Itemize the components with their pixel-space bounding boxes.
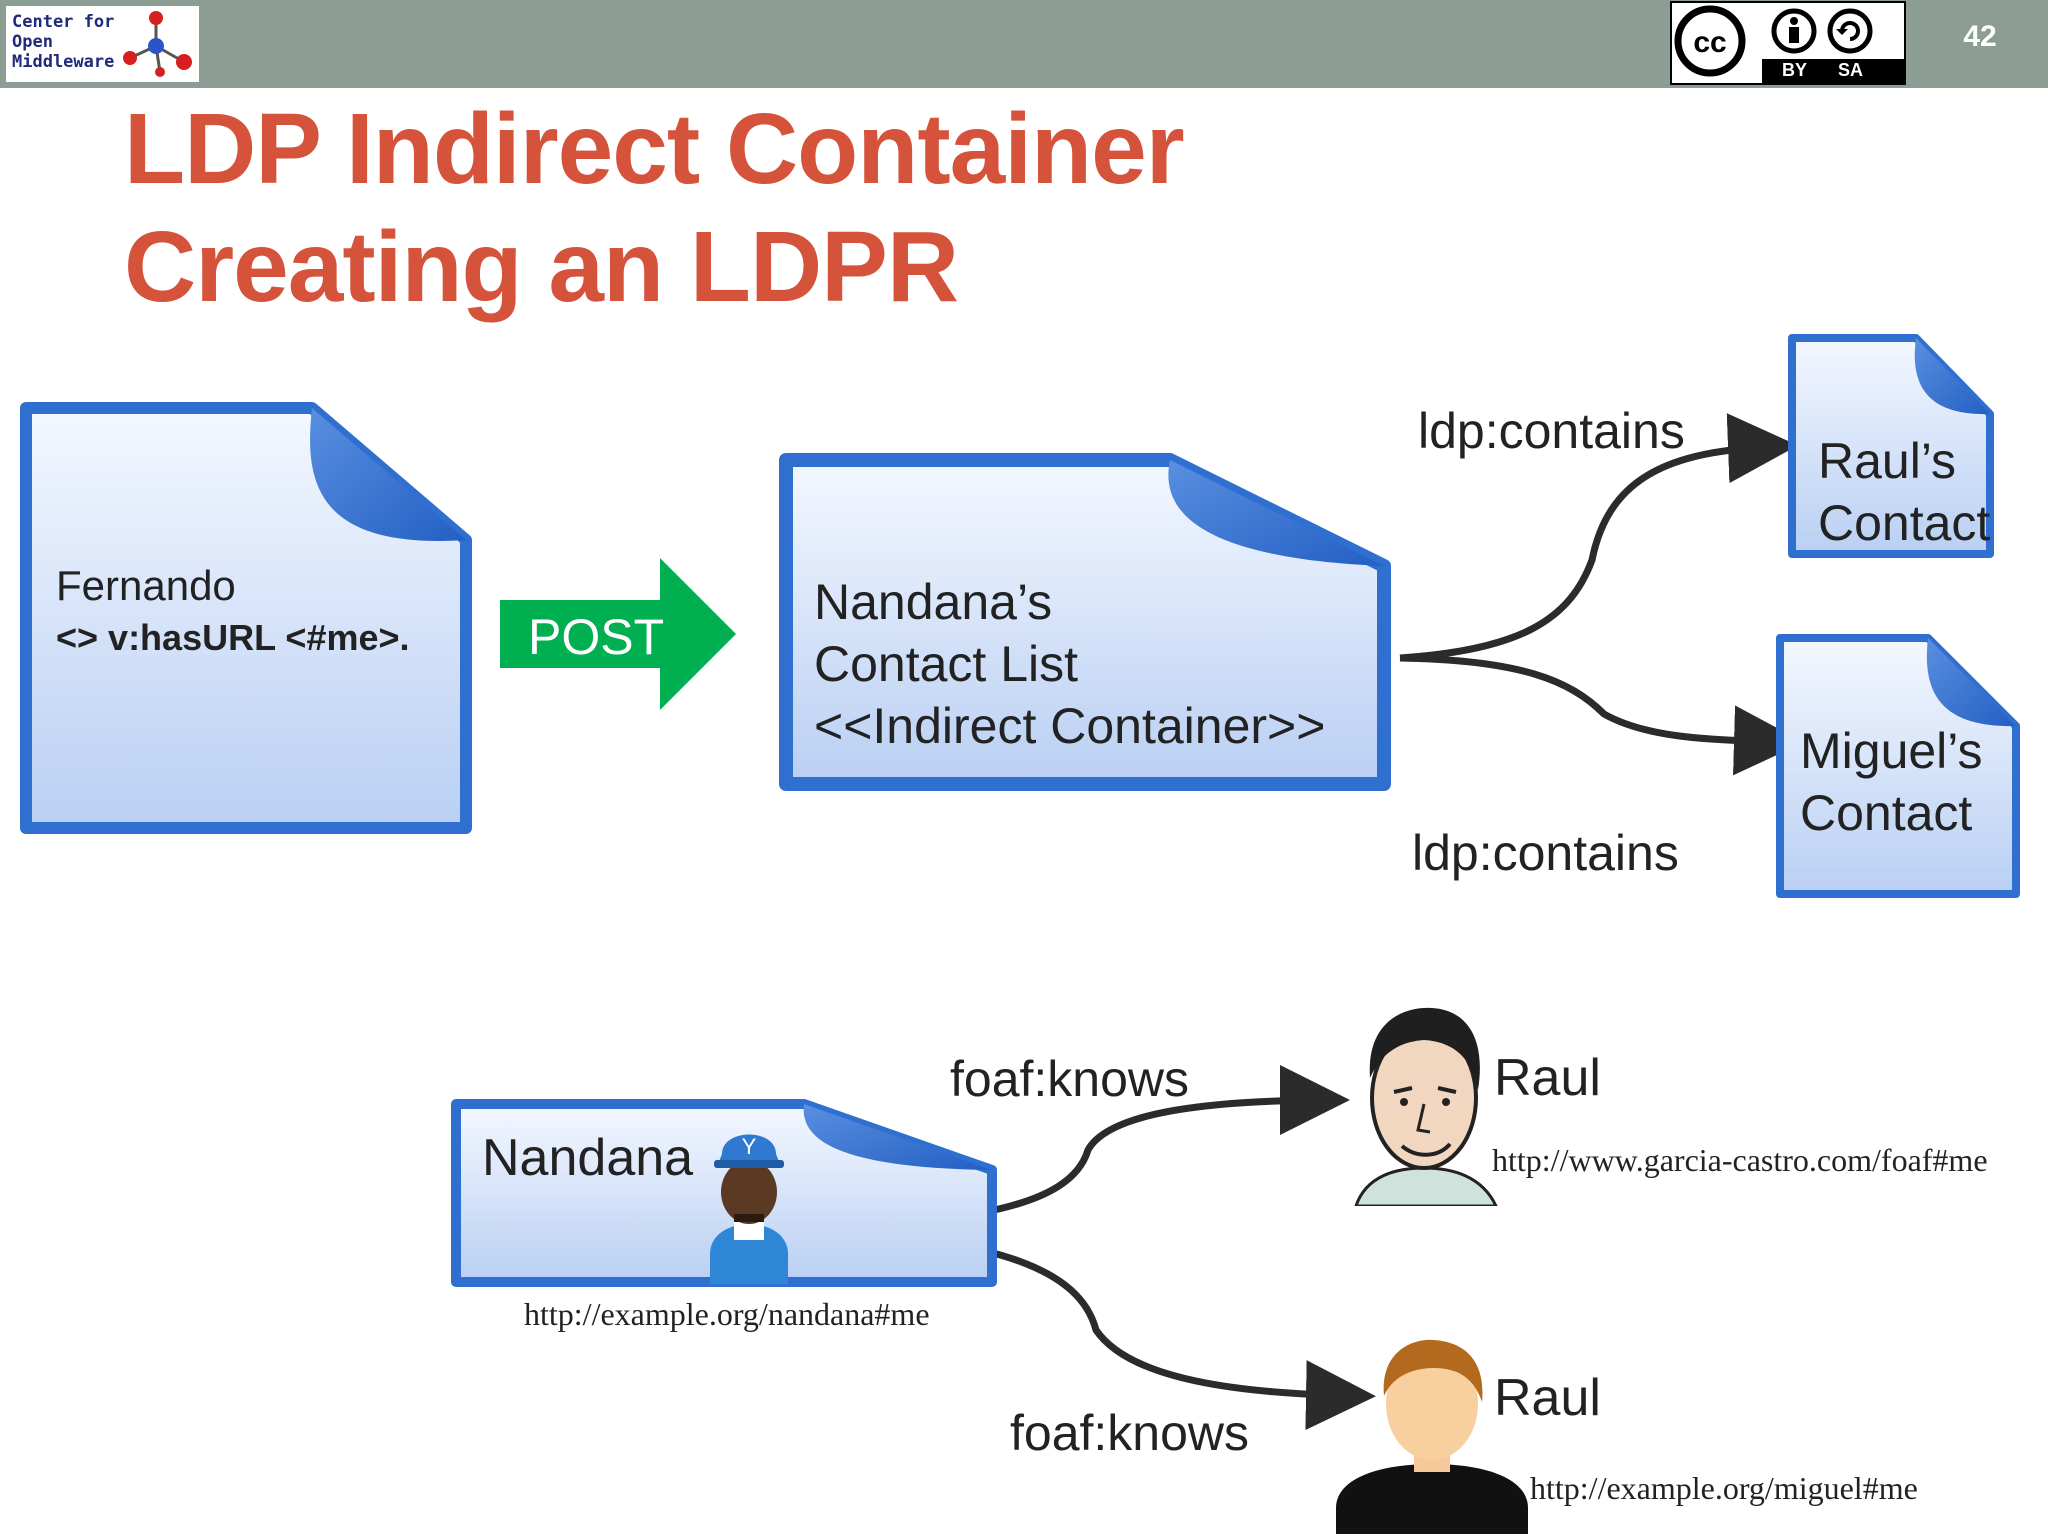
miguels-contact-document-icon: [1776, 634, 2020, 898]
fernando-doc-line-2: <> v:hasURL <#me>.: [56, 617, 410, 658]
person2-name: Raul: [1494, 1369, 1601, 1427]
ldp-contains-connector-top: [1399, 413, 1798, 662]
logo-line-1: Center for: [12, 12, 115, 32]
nandana-label: Nandana: [482, 1129, 694, 1187]
top-bar: Center for Open Middleware cc: [0, 0, 2048, 88]
logo-line-3: Middleware: [12, 52, 115, 72]
nandana-uri: http://example.org/nandana#me: [524, 1296, 930, 1332]
container-label-line-1: Nandana’s: [814, 574, 1053, 630]
person1-name: Raul: [1494, 1049, 1601, 1107]
license-by-label: BY: [1782, 60, 1808, 80]
nandana-avatar-icon: Y: [710, 1134, 788, 1284]
logo-line-2: Open: [12, 32, 53, 52]
center-for-open-middleware-logo: Center for Open Middleware: [6, 6, 199, 82]
svg-text:Y: Y: [742, 1134, 757, 1159]
cc-icon: cc: [1674, 5, 1746, 77]
miguels-contact-line-2: Contact: [1800, 785, 1973, 841]
foaf-knows-label-top: foaf:knows: [950, 1051, 1190, 1107]
rauls-contact-line-2: Contact: [1818, 495, 1991, 551]
foaf-knows-label-bottom: foaf:knows: [1010, 1405, 1250, 1461]
miguels-contact-line-1: Miguel’s: [1800, 723, 1983, 779]
container-label-line-2: Contact List: [814, 636, 1079, 692]
attribution-icon: [1771, 8, 1817, 54]
ldp-contains-label-top: ldp:contains: [1418, 403, 1685, 459]
person1-uri: http://www.garcia-castro.com/foaf#me: [1492, 1142, 1988, 1178]
share-alike-icon: [1827, 8, 1873, 54]
contact-list-container-icon: [779, 453, 1391, 791]
ldp-contains-connector-bottom: [1399, 654, 1804, 776]
slide-title-line-1: LDP Indirect Container: [124, 93, 1185, 205]
molecule-icon: [123, 11, 192, 77]
slide-title-line-2: Creating an LDPR: [124, 211, 959, 323]
container-label-line-3: <<Indirect Container>>: [814, 698, 1326, 754]
rauls-contact-document-icon: [1788, 334, 1994, 558]
fernando-doc-line-1: Fernando: [56, 562, 236, 609]
rauls-contact-line-1: Raul’s: [1818, 433, 1957, 489]
svg-text:cc: cc: [1693, 26, 1726, 59]
raul-face-illustration: [1354, 1007, 1498, 1206]
fernando-document-icon: [20, 402, 472, 834]
post-label: POST: [528, 609, 665, 665]
ldp-contains-label-bottom: ldp:contains: [1412, 825, 1679, 881]
license-sa-label: SA: [1838, 60, 1864, 80]
miguel-avatar-icon: [1336, 1339, 1528, 1534]
slide-number: 42: [1963, 20, 1997, 53]
post-arrow-icon: [500, 558, 736, 710]
creative-commons-license-badge: cc BY SA: [1670, 1, 1906, 85]
person2-uri: http://example.org/miguel#me: [1530, 1470, 1918, 1506]
